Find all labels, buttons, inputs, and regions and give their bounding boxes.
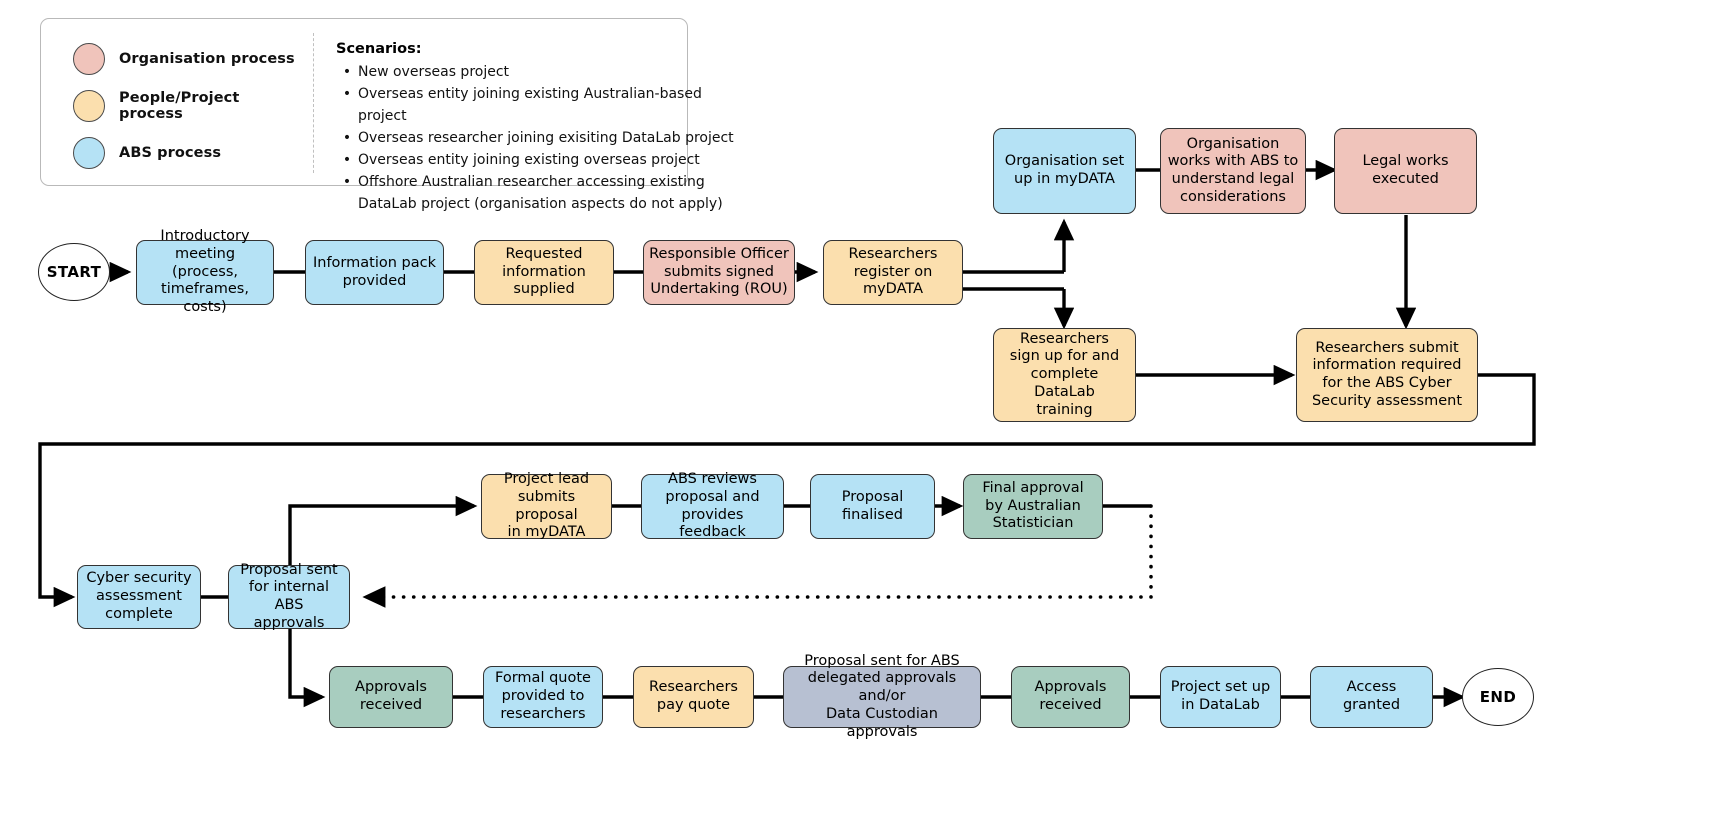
list-item: • Overseas researcher joining exisiting … [336,128,736,149]
node-researchers-pay-quote[interactable]: Researchers pay quote [633,666,754,728]
list-item: • Overseas entity joining existing Austr… [336,84,736,127]
node-researchers-register[interactable]: Researchers register on myDATA [823,240,963,305]
node-abs-reviews-proposal[interactable]: ABS reviews proposal and provides feedba… [641,471,784,540]
node-final-approval-statistician[interactable]: Final approval by Australian Statisticia… [963,474,1103,539]
node-org-setup-mydata[interactable]: Organisation set up in myDATA [993,128,1136,214]
list-item: • Overseas entity joining existing overs… [336,150,736,171]
legend-list: Organisation process People/Project proc… [59,35,299,176]
circle-swatch-icon [73,42,105,75]
node-delegated-approvals[interactable]: Proposal sent for ABS delegated approval… [783,653,981,740]
list-item: • Offshore Australian researcher accessi… [336,172,736,215]
bullet-icon: • [342,64,352,80]
node-ro-undertaking[interactable]: Responsible Officer submits signed Under… [643,240,795,305]
node-intro-meeting[interactable]: Introductory meeting (process, timeframe… [136,228,274,315]
node-cyber-assessment-complete[interactable]: Cyber security assessment complete [77,565,201,629]
node-org-works-with-abs[interactable]: Organisation works with ABS to understan… [1160,128,1306,214]
scenario-text: Offshore Australian researcher accessing… [358,174,723,212]
legend-item-people-project: People/Project process [59,82,299,129]
scenario-text: Overseas entity joining existing oversea… [358,152,700,169]
node-project-lead-proposal[interactable]: Project lead submits proposal in myDATA [481,471,612,540]
node-access-granted[interactable]: Access granted [1310,666,1433,728]
bullet-icon: • [342,174,352,191]
circle-swatch-icon [73,136,105,169]
legend-item-abs: ABS process [59,129,299,176]
legend-panel: Organisation process People/Project proc… [40,18,734,212]
end-terminator: END [1462,668,1534,726]
legend-label: ABS process [119,144,222,161]
node-approvals-received-2[interactable]: Approvals received [1011,666,1130,728]
list-item: • New overseas project [336,62,736,83]
node-proposal-internal-approvals[interactable]: Proposal sent for internal ABS approvals [228,562,350,631]
legend-label: Organisation process [119,50,295,67]
scenario-text: New overseas project [358,64,510,80]
node-formal-quote[interactable]: Formal quote provided to researchers [483,666,603,728]
node-info-pack[interactable]: Information pack provided [305,240,444,305]
node-cyber-info-submit[interactable]: Researchers submit information required … [1296,328,1478,422]
node-legal-works-executed[interactable]: Legal works executed [1334,128,1477,214]
node-approvals-received-1[interactable]: Approvals received [329,666,453,728]
bullet-icon: • [342,152,352,169]
bullet-icon: • [342,129,352,146]
scenario-text: Overseas entity joining existing Austral… [358,86,702,124]
start-terminator: START [38,243,110,301]
circle-swatch-icon [73,89,105,122]
node-proposal-finalised[interactable]: Proposal finalised [810,474,935,539]
legend-divider [313,33,314,173]
legend-label: People/Project process [119,89,240,122]
scenario-text: Overseas researcher joining exisiting Da… [358,129,734,146]
bullet-icon: • [342,86,352,103]
node-datalab-training[interactable]: Researchers sign up for and complete Dat… [993,328,1136,422]
scenarios-list: Scenarios: • New overseas project • Over… [336,41,736,216]
node-project-setup-datalab[interactable]: Project set up in DataLab [1160,666,1281,728]
legend-item-organisation: Organisation process [59,35,299,82]
scenarios-title: Scenarios: [336,41,422,57]
node-requested-info[interactable]: Requested information supplied [474,240,614,305]
